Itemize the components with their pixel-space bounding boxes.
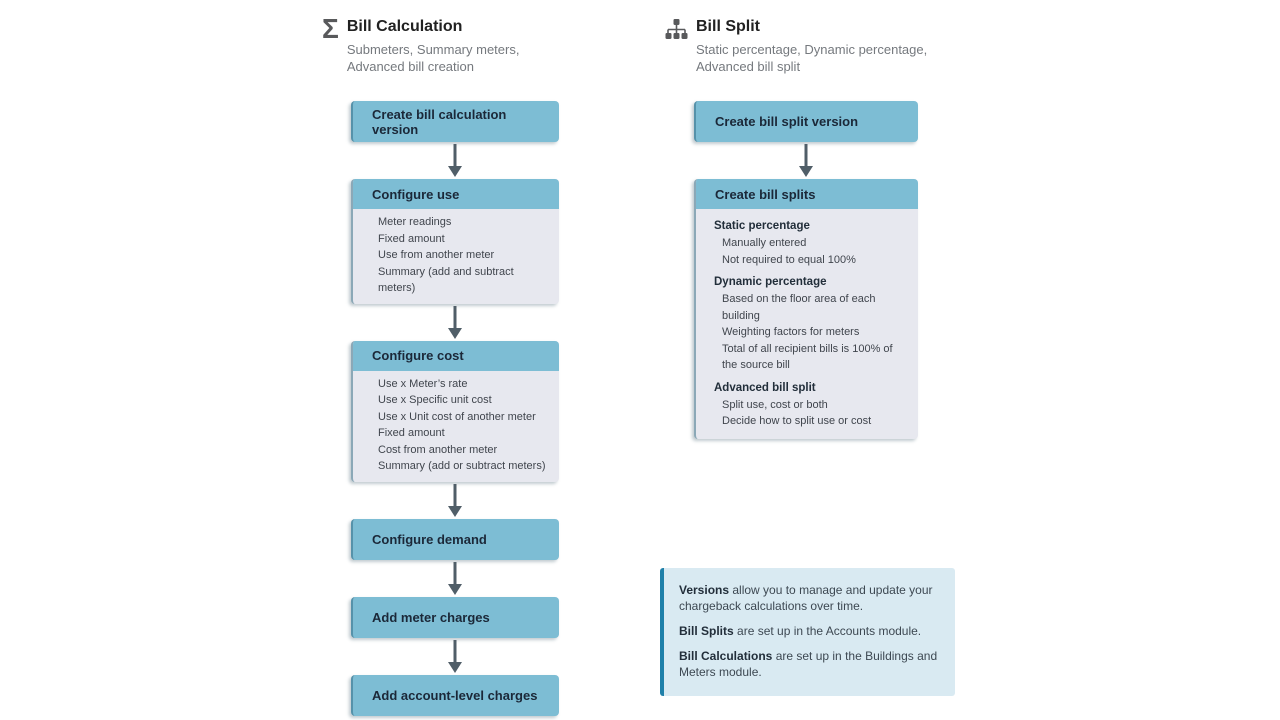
node-add-meter-charges: Add meter charges bbox=[351, 596, 559, 638]
node-header: Configure cost bbox=[353, 340, 559, 371]
node-label: Add account-level charges bbox=[372, 687, 538, 703]
arrow-down-icon bbox=[351, 638, 559, 675]
column-title-bill-calculation: Bill Calculation bbox=[346, 18, 463, 35]
arrow-down-icon bbox=[351, 304, 559, 341]
column-title-bill-split: Bill Split bbox=[696, 18, 760, 35]
bill-split-header: Bill Split Static percentage, Dynamic pe… bbox=[665, 16, 931, 75]
bill-split-flow: Create bill split version Create bill sp… bbox=[694, 101, 918, 439]
list-item: Based on the floor area of each building bbox=[722, 293, 876, 322]
note-text: allow you to manage and update your char… bbox=[679, 583, 933, 613]
list-item: Use from another meter bbox=[378, 249, 495, 261]
list-item: Meter readings bbox=[378, 216, 452, 228]
list-item: Use x Meter’s rate bbox=[378, 377, 468, 390]
list-item: Fixed amount bbox=[378, 232, 445, 245]
arrow-down-icon bbox=[351, 560, 559, 597]
list-item: Decide how to split use or cost bbox=[722, 415, 872, 427]
node-create-bill-calculation-version: Create bill calculation version bbox=[351, 101, 559, 142]
section-heading: Dynamic percentage bbox=[714, 276, 827, 288]
node-label: Add meter charges bbox=[372, 609, 490, 625]
node-header: Configure use bbox=[353, 179, 559, 209]
arrow-down-icon bbox=[351, 482, 559, 519]
list-item: Use x Unit cost of another meter bbox=[378, 410, 536, 423]
list-item: Fixed amount bbox=[378, 427, 445, 439]
node-label: Create bill calculation version bbox=[372, 106, 507, 137]
note-paragraph: Versions allow you to manage and update … bbox=[679, 582, 943, 614]
note-paragraph: Bill Splits are set up in the Accounts m… bbox=[679, 623, 943, 639]
arrow-down-icon bbox=[351, 142, 559, 179]
node-configure-demand: Configure demand bbox=[351, 518, 559, 560]
section-heading: Advanced bill split bbox=[714, 381, 816, 394]
node-add-account-level-charges: Add account-level charges bbox=[351, 674, 559, 716]
node-create-bill-split-version: Create bill split version bbox=[694, 101, 918, 142]
node-header: Create bill splits bbox=[696, 179, 918, 209]
note-bold: Bill Splits bbox=[679, 624, 734, 638]
node-label: Create bill split version bbox=[715, 114, 859, 129]
list-item: Manually entered bbox=[722, 237, 807, 249]
list-item: Summary (add and subtract meters) bbox=[378, 265, 514, 295]
section-dynamic-percentage: Dynamic percentage Based on the floor ar… bbox=[696, 268, 914, 374]
note-callout: Versions allow you to manage and update … bbox=[660, 568, 955, 696]
list-item: Use x Specific unit cost bbox=[378, 394, 492, 406]
node-body: Use x Meter’s rate Use x Specific unit c… bbox=[353, 371, 559, 482]
node-create-bill-splits: Create bill splits Static percentage Man… bbox=[694, 179, 918, 439]
node-configure-use: Configure use Meter readings Fixed amoun… bbox=[351, 179, 559, 304]
column-subtitle-bill-calculation: Submeters, Summary meters, Advanced bill… bbox=[346, 42, 520, 74]
bill-calculation-header: Σ Bill Calculation Submeters, Summary me… bbox=[322, 13, 580, 75]
list-item: Total of all recipient bills is 100% of … bbox=[722, 342, 893, 372]
node-body: Meter readings Fixed amount Use from ano… bbox=[353, 209, 559, 304]
bill-split-header-text: Bill Split Static percentage, Dynamic pe… bbox=[696, 16, 936, 75]
bill-calculation-flow: Create bill calculation version Configur… bbox=[351, 101, 559, 716]
sigma-icon: Σ bbox=[322, 13, 339, 44]
list-item: Weighting factors for meters bbox=[722, 326, 860, 338]
node-body: Static percentage Manually entered Not r… bbox=[696, 209, 918, 439]
org-chart-icon bbox=[665, 18, 688, 41]
note-paragraph: Bill Calculations are set up in the Buil… bbox=[679, 648, 943, 680]
column-subtitle-bill-split: Static percentage, Dynamic percentage, A… bbox=[696, 42, 928, 74]
list-item: Not required to equal 100% bbox=[722, 253, 856, 266]
bill-calculation-header-text: Bill Calculation Submeters, Summary mete… bbox=[347, 16, 579, 75]
note-bold: Versions bbox=[679, 583, 730, 597]
section-static-percentage: Static percentage Manually entered Not r… bbox=[696, 212, 914, 268]
node-configure-cost: Configure cost Use x Meter’s rate Use x … bbox=[351, 340, 559, 482]
note-bold: Bill Calculations bbox=[679, 649, 773, 663]
list-item: Split use, cost or both bbox=[722, 398, 828, 411]
list-item: Summary (add or subtract meters) bbox=[378, 460, 546, 472]
list-item: Cost from another meter bbox=[378, 443, 498, 456]
section-heading: Static percentage bbox=[714, 220, 810, 232]
node-label: Configure demand bbox=[372, 531, 487, 547]
note-text: are set up in the Buildings and Meters m… bbox=[679, 649, 938, 679]
section-advanced-bill-split: Advanced bill split Split use, cost or b… bbox=[696, 374, 914, 430]
note-text: are set up in the Accounts module. bbox=[733, 624, 922, 638]
arrow-down-icon bbox=[694, 142, 918, 179]
